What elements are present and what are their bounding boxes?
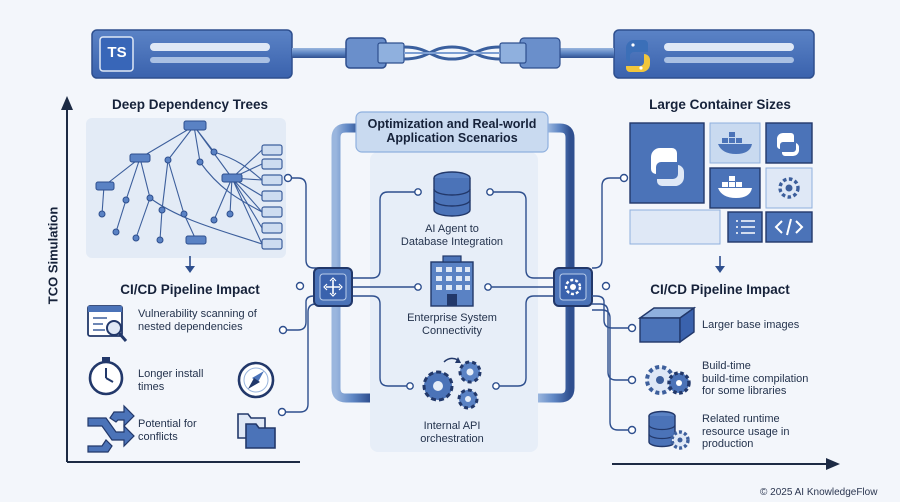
left-item-3-line1: Potential for [138,418,197,430]
left-connector-dots [277,173,305,417]
right-subtitle: CI/CD Pipeline Impact [650,282,790,297]
center-title-box [355,111,549,153]
docker-white-icon [718,176,752,198]
center-title: Optimization and Real-world Application … [362,117,542,146]
container-python-large-icon [651,148,685,187]
center-branch-lines [352,191,554,387]
left-language-bar [91,29,293,79]
left-connector-lines [282,177,320,413]
center-pipes [331,123,575,403]
container-down-arrow-icon [715,256,725,273]
container-grid [629,122,813,245]
tco-axis-label: TCO Simulation [45,206,61,305]
left-item-2: Longer install times [138,368,238,393]
left-item-2-line2: times [138,380,165,393]
cube-icon [637,306,697,344]
center-item-2-line1: Enterprise System [407,312,497,324]
typescript-badge: TS [107,44,127,61]
left-axis [61,96,300,463]
left-hub-icon [313,267,353,307]
database-gear-icon [648,410,690,450]
center-item-1-line1: AI Agent to [425,223,479,235]
right-item-2: Build-time build-time compilation for so… [702,360,862,398]
center-item-2: Enterprise System Connectivity [382,312,522,337]
left-item-1-line1: Vulnerability scanning of [138,308,257,320]
center-connector-dots [406,188,500,390]
building-icon [430,255,474,307]
left-subtitle: CI/CD Pipeline Impact [120,282,260,297]
build-gears-icon [645,365,691,395]
center-item-1: AI Agent to Database Integration [382,223,522,248]
center-item-3-line1: Internal API [423,420,481,432]
left-item-3: Potential for conflicts [138,418,238,443]
copyright: © 2025 AI KnowledgeFlow [760,487,878,498]
right-axis [612,458,840,470]
dependency-tree-panel [86,118,286,258]
dependency-tree-graphic [101,125,263,245]
container-python-icon [777,132,800,157]
left-item-3-line2: conflicts [138,430,178,443]
document-search-icon [87,305,128,342]
center-item-3-line2: orchestration [420,432,484,445]
right-item-3-line2: resource usage in [702,425,790,438]
center-title-line2: Application Scenarios [386,131,518,146]
right-item-1: Larger base images [702,319,852,332]
right-section-title: Large Container Sizes [649,97,791,112]
top-connector-cable [292,37,614,69]
stopwatch-icon [88,357,124,396]
compass-icon [237,361,275,399]
center-item-2-line2: Connectivity [422,324,482,337]
left-item-1: Vulnerability scanning of nested depende… [138,308,288,333]
dependency-tree-nodes [95,120,243,245]
center-item-3: Internal API orchestration [382,420,522,445]
left-item-2-line1: Longer install [138,368,204,380]
right-item-3: Related runtime resource usage in produc… [702,413,862,451]
right-item-3-line1: Related runtime [702,413,780,425]
right-item-2-line2: build-time compilation [702,372,809,385]
docker-icon [718,132,752,154]
right-connector-lines [592,177,632,431]
left-item-1-line2: nested dependencies [138,320,243,333]
code-icon [774,218,804,236]
conflict-arrows-icon [87,404,135,453]
gears-icon [422,357,482,410]
right-item-3-line3: production [702,438,754,451]
right-item-2-line3: for some libraries [702,385,787,398]
typescript-logo-icon [99,36,134,72]
left-section-title: Deep Dependency Trees [111,97,269,112]
right-item-2-line1: Build-time [702,360,751,372]
axis-right-arrow-icon [826,458,840,470]
center-title-line1: Optimization and Real-world [367,117,537,131]
dependency-list-column [261,144,283,250]
tree-down-arrow-icon [185,256,195,273]
right-connector-dots [601,173,637,435]
list-icon [736,220,755,234]
axis-up-arrow-icon [61,96,73,110]
python-logo-icon [626,40,650,72]
right-hub-icon [553,267,593,307]
right-language-bar [613,29,815,79]
folders-icon [237,413,276,449]
center-item-1-line2: Database Integration [400,235,504,248]
gear-icon [778,177,800,199]
right-item-1-line1: Larger base images [702,319,800,331]
database-icon [433,171,471,217]
